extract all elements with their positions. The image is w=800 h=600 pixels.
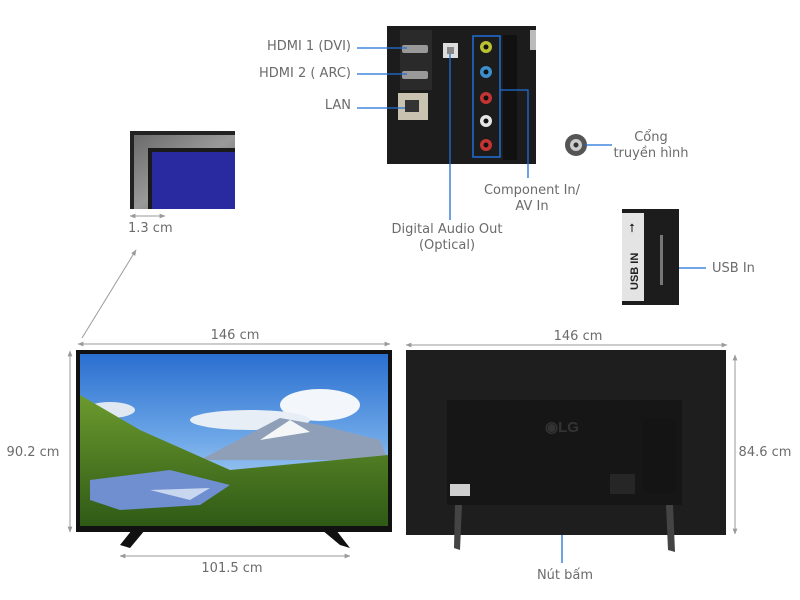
port-panel-photo <box>387 26 587 164</box>
usb-symbol-icon: ⭠ <box>626 223 640 233</box>
back-stand-left <box>454 505 462 550</box>
front-height-dimension: 90.2 cm <box>6 445 60 460</box>
antenna-label-2: truyền hình <box>613 146 689 161</box>
component-highlight-box <box>472 35 501 158</box>
component-label-1: Component In/ <box>483 183 581 198</box>
hdmi1-port-icon <box>402 45 428 53</box>
stand-right-foot <box>322 530 350 548</box>
bezel-dimension: 1.3 cm <box>128 221 173 236</box>
lan-label: LAN <box>324 98 351 113</box>
digital-audio-label-1: Digital Audio Out <box>391 222 503 237</box>
lg-logo: ◉LG <box>545 419 579 436</box>
front-width-dimension: 146 cm <box>210 328 260 343</box>
stand-left-foot <box>120 530 145 548</box>
tv-back-photo <box>406 350 726 552</box>
button-label: Nút bấm <box>536 568 594 583</box>
back-height-dimension: 84.6 cm <box>738 445 792 460</box>
usb-panel-text: USB IN <box>629 253 641 290</box>
usb-panel-photo <box>622 209 679 305</box>
tv-front-photo <box>76 350 392 548</box>
stand-width-dimension: 101.5 cm <box>201 561 263 576</box>
callout-lines <box>357 47 706 563</box>
hdmi1-label: HDMI 1 (DVI) <box>266 39 351 54</box>
dimension-lines <box>67 213 738 559</box>
hdmi2-port-icon <box>402 71 428 79</box>
bezel-closeup-photo <box>130 131 235 209</box>
digital-audio-label-2: (Optical) <box>418 238 476 253</box>
hdmi2-label: HDMI 2 ( ARC) <box>258 66 351 81</box>
antenna-label-1: Cổng <box>634 130 668 145</box>
usb-label: USB In <box>712 261 755 276</box>
component-label-2: AV In <box>515 199 549 214</box>
back-width-dimension: 146 cm <box>553 329 603 344</box>
back-stand-right <box>666 505 675 552</box>
